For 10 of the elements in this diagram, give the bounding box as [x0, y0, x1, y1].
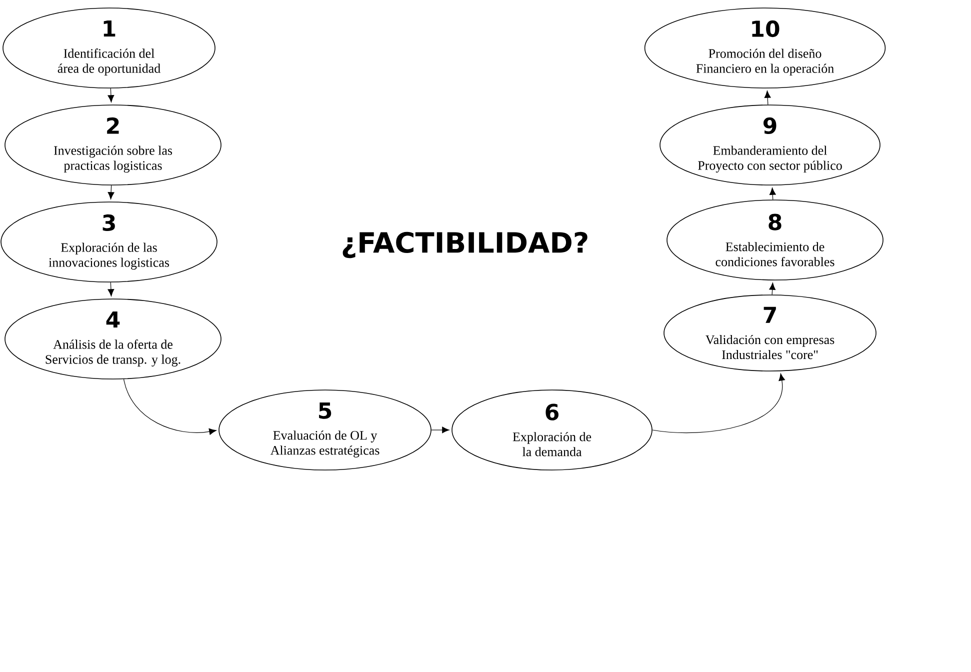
- arrow: [108, 282, 114, 296]
- title: ¿FACTIBILIDAD?: [342, 232, 588, 258]
- arrow: [652, 373, 786, 434]
- arrow: [769, 282, 776, 295]
- arrow: [108, 88, 114, 102]
- arrow: [769, 188, 776, 200]
- arrow: [108, 185, 114, 200]
- arrow: [431, 426, 450, 434]
- arrow: [764, 90, 771, 105]
- arrow: [123, 378, 216, 435]
